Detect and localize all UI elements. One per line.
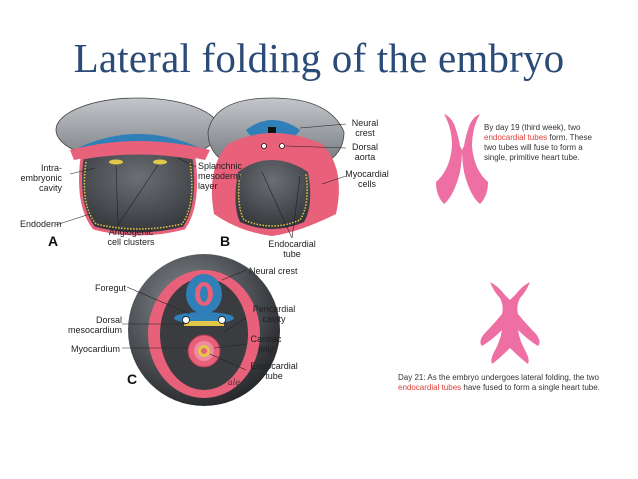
note-day-21-highlight: endocardial tubes (398, 383, 462, 392)
label-dorsal-mesocardium: Dorsal mesocardium (67, 315, 122, 335)
angiogenic-cluster-a2 (153, 159, 167, 165)
mesoderm-a (70, 141, 210, 160)
dorsal-aorta-b2 (279, 143, 285, 149)
label-splanchnic-mesoderm: Splanchnic mesoderm layer (198, 161, 243, 191)
panel-letter-a: A (48, 233, 59, 249)
label-endocardial-tube-c: Endocardial tube (250, 361, 298, 381)
note-day-19-text-2: form. These two tubes will fuse to form … (484, 133, 592, 162)
yolk-sac-b (235, 160, 311, 229)
note-day-21-text-2: have fused to form a single heart tube. (461, 383, 600, 392)
panel-letter-b: B (220, 233, 231, 249)
label-dorsal-aorta: Dorsal aorta (351, 142, 378, 162)
note-day-19-highlight: endocardial tubes (484, 133, 548, 142)
panel-b-drawing (207, 97, 347, 239)
illustrator-signature: ale R (228, 378, 249, 387)
endocardial-dots-b (237, 173, 308, 227)
panel-c-drawing (122, 254, 280, 406)
note-day-19-text-1: By day 19 (third week), two (484, 123, 581, 132)
dorsal-mesocardium-c (184, 321, 224, 326)
label-myocardium: Myocardium (70, 344, 120, 354)
note-day-21: Day 21: As the embryo undergoes lateral … (398, 373, 628, 393)
inner-cavity-c (160, 278, 248, 390)
note-day-19: By day 19 (third week), two endocardial … (484, 123, 594, 163)
note-day-21-text-1: Day 21: As the embryo undergoes lateral … (398, 373, 600, 382)
aorta-c2 (218, 316, 226, 324)
label-endocardial-tube-b: Endocardial tube (268, 239, 316, 259)
page-title: Lateral folding of the embryo (73, 35, 565, 81)
label-intraembryonic-cavity: Intra- embryonic cavity (20, 163, 62, 193)
panel-a-drawing (55, 97, 221, 236)
yolk-sac-a (79, 151, 198, 236)
label-myocardial-cells: Myocardial cells (345, 169, 389, 189)
panel-letter-c: C (127, 371, 138, 387)
aorta-c1 (182, 316, 190, 324)
label-neural-crest-b: Neural crest (351, 118, 379, 138)
heart-tube-day21 (480, 282, 540, 364)
label-pericardial-cavity: Pericardial cavity (252, 304, 296, 324)
angiogenic-cluster-a1 (109, 159, 123, 165)
label-foregut: Foregut (94, 283, 126, 293)
dorsal-aorta-b1 (261, 143, 267, 149)
label-neural-crest-c: Neural crest (249, 266, 298, 276)
label-angiogenic-clusters: Angiogenic cell clusters (107, 227, 155, 247)
label-endoderm: Endoderm (20, 219, 62, 229)
heart-tube-day19 (436, 114, 488, 204)
label-cardiac-jelly: Cardiac jelly (250, 334, 282, 354)
